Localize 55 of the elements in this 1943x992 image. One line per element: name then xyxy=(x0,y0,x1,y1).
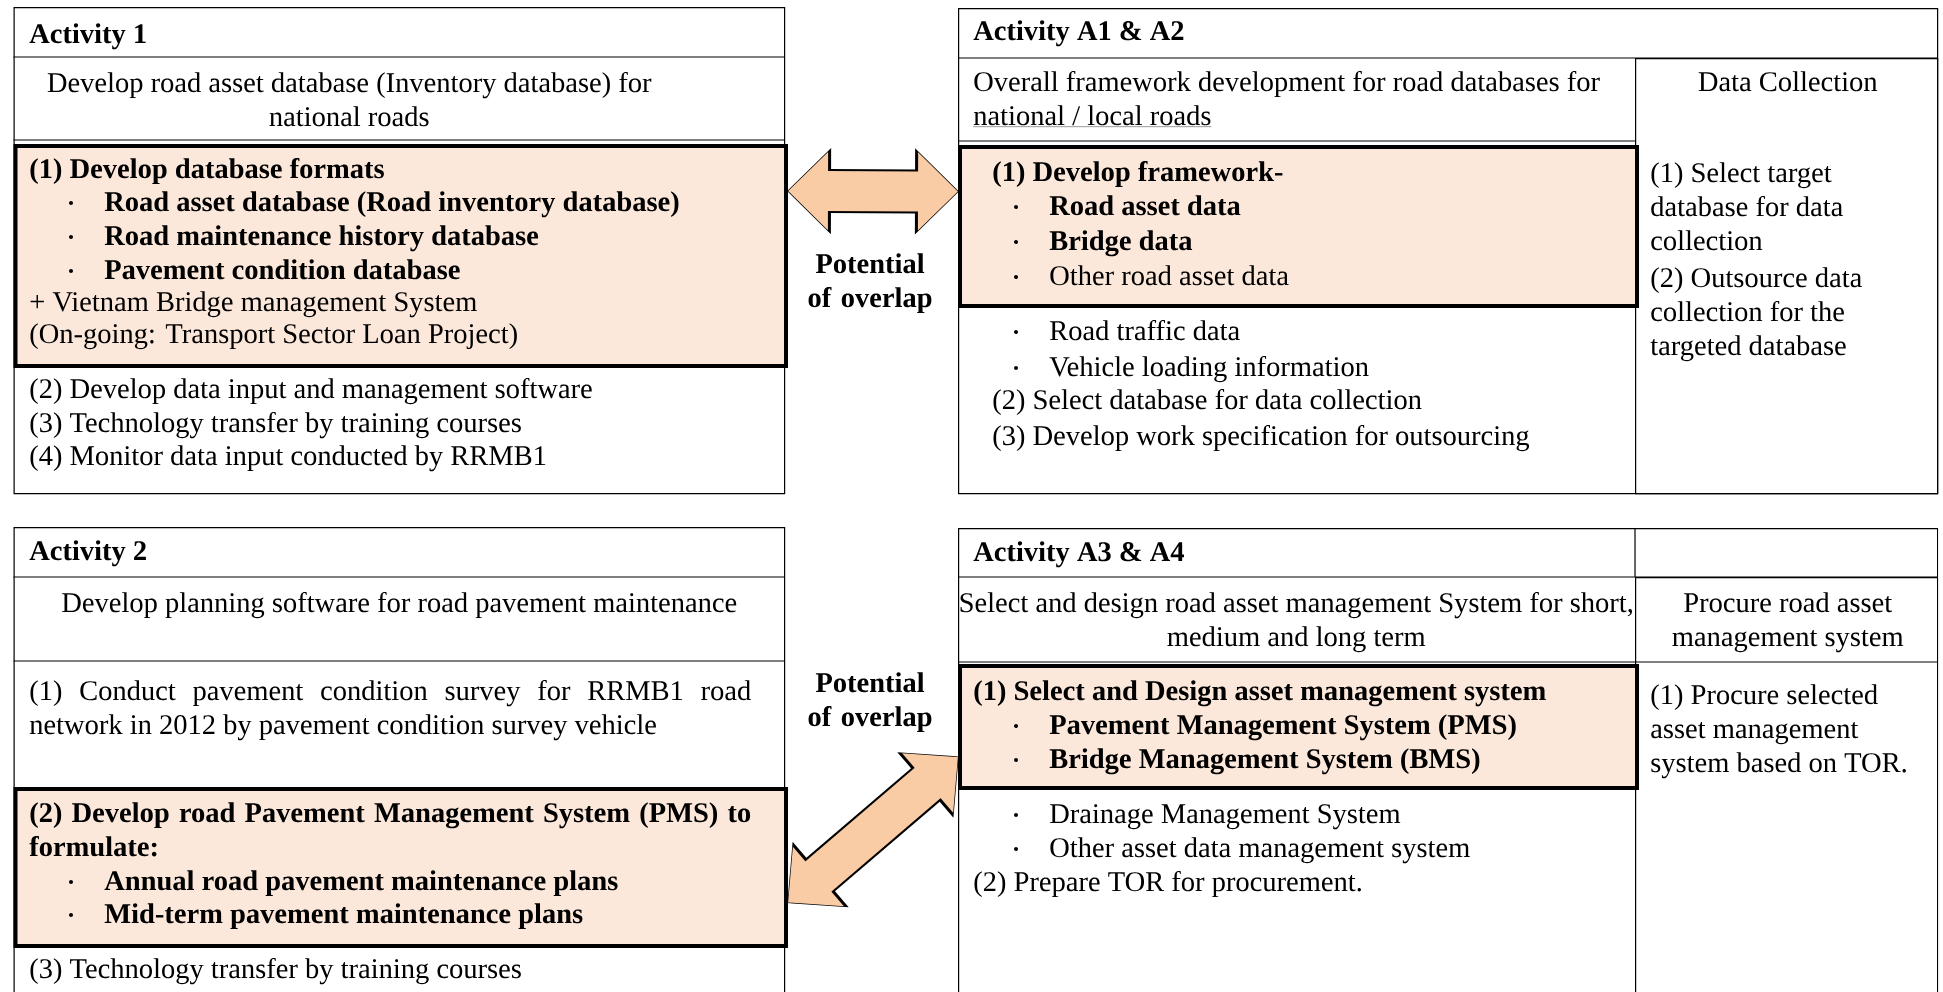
cell-text: (2) Prepare TOR for procurement. xyxy=(974,870,1361,898)
cell-text: Bridge Management System (BMS) xyxy=(1049,748,1480,775)
cell-text: Road asset data xyxy=(1049,195,1241,216)
cell-text: Annual road pavement maintenance plans xyxy=(104,870,618,897)
cell-text: national / local roads xyxy=(973,105,1212,127)
cell-text: (1) Develop database formats xyxy=(30,157,384,185)
cell-text: (2) Develop road Pavement Management System (PMS) to formulate: xyxy=(29,802,751,857)
cell-text: (3) Technology transfer by training courses xyxy=(30,411,521,439)
table-heading: Activity A3 & A4 xyxy=(973,541,1184,568)
highlight-box xyxy=(958,664,1639,790)
cell-text: Select and design road asset management System for short, medium and long term xyxy=(960,591,1633,653)
table-heading: Activity 2 xyxy=(29,540,146,567)
cell-text: (1) Select target database for data collection xyxy=(1651,162,1843,251)
table-heading: Activity 1 xyxy=(29,23,146,50)
cell-text: (3) Technology transfer by training courses xyxy=(30,957,521,985)
cell-text: (1) Procure selected asset management system based on TOR. xyxy=(1651,684,1906,779)
cell-text: (2) Develop data input and management software xyxy=(30,377,592,405)
cell-text: (1) Conduct pavement condition survey for RRMB1 road network in 2012 by pavement condition survey vehicle xyxy=(29,679,751,741)
cell-text: Pavement Management System (PMS) xyxy=(1049,714,1516,741)
cell-text: Develop planning software for road pavement maintenance xyxy=(62,591,737,619)
overlap-note: Potential of overlap xyxy=(808,672,932,733)
cell-text: + Vietnam Bridge management System xyxy=(30,291,477,318)
cell-text: Other asset data management system xyxy=(1050,837,1470,864)
cell-text: (2) Select database for data collection xyxy=(993,388,1422,416)
cell-text: Pavement condition database xyxy=(104,259,460,280)
cell-text: Vehicle loading information xyxy=(1049,355,1369,383)
activity-table xyxy=(957,527,1939,992)
cell-text: (3) Develop work specification for outsourcing xyxy=(993,424,1530,452)
cell-text: (1) Develop framework- xyxy=(993,160,1283,188)
activity-table xyxy=(957,8,1939,495)
highlight-box xyxy=(958,145,1639,308)
activity-table xyxy=(12,527,786,992)
cell-text: (1) Select and Design asset management system xyxy=(974,680,1546,707)
cell-text: Road asset database (Road inventory database) xyxy=(104,191,679,218)
cell-text: Road maintenance history database xyxy=(104,225,539,252)
overlap-note: Potential of overlap xyxy=(808,253,932,314)
cell-text: Develop road asset database (Inventory database) for national roads xyxy=(47,71,652,127)
highlight-box xyxy=(13,144,788,368)
cell-text: Road traffic data xyxy=(1050,319,1240,341)
highlight-box xyxy=(13,787,788,948)
cell-text: Overall framework development for road databases for xyxy=(974,70,1600,98)
table-column xyxy=(1635,577,1939,992)
cell-text: Bridge data xyxy=(1049,230,1193,257)
cell-text: Drainage Management System xyxy=(1050,804,1401,830)
cell-text: (On-going: Transport Sector Loan Project) xyxy=(30,323,517,350)
cell-text: (4) Monitor data input conducted by RRMB1 xyxy=(30,445,546,472)
cell-text: (2) Outsource data collection for the targeted database xyxy=(1650,267,1862,362)
activity-table xyxy=(12,7,786,495)
cell-text: Data Collection xyxy=(1698,71,1878,92)
table-heading: Activity A1 & A2 xyxy=(973,20,1184,47)
cell-text: Other road asset data xyxy=(1050,265,1289,286)
cell-text: Mid-term pavement maintenance plans xyxy=(104,903,583,930)
cell-text: Procure road asset management system xyxy=(1672,592,1904,653)
double-arrow xyxy=(787,752,959,908)
table-column xyxy=(1635,58,1939,495)
